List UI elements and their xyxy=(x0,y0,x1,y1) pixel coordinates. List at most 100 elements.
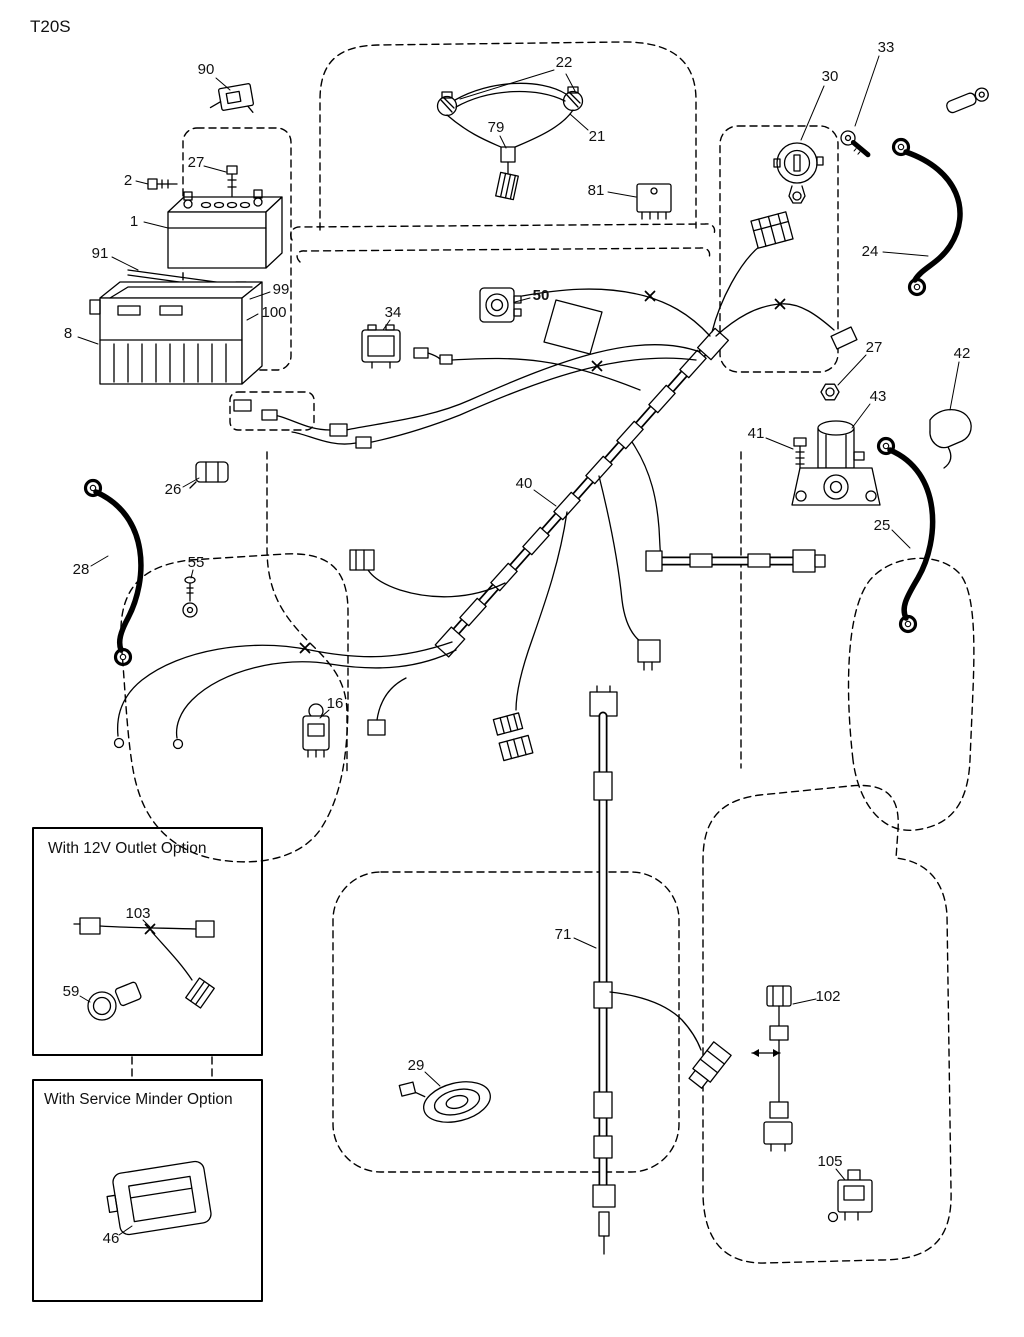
solenoid-cable-25 xyxy=(876,436,936,634)
chassis-outline-fender-right xyxy=(847,557,975,831)
callout-29-label: 29 xyxy=(408,1057,425,1074)
callout-105-label: 105 xyxy=(817,1153,842,1170)
switch-50 xyxy=(479,287,522,323)
terminal-lug xyxy=(946,87,989,114)
callout-16: 16 xyxy=(319,695,344,719)
callout-22: 22 xyxy=(459,54,576,100)
callout-42: 42 xyxy=(949,345,971,411)
callout-22-label: 22 xyxy=(556,54,573,71)
callout-103-label: 103 xyxy=(125,905,150,922)
callout-16-label: 16 xyxy=(327,695,344,712)
callout-21: 21 xyxy=(569,113,606,145)
battery-bolt-27 xyxy=(226,165,238,197)
inset-service-minder-option: With Service Minder Option xyxy=(32,1079,263,1302)
callout-24-label: 24 xyxy=(862,243,879,260)
callout-30-label: 30 xyxy=(822,68,839,85)
fuel-solenoid-105 xyxy=(827,1169,873,1223)
callout-100-label: 100 xyxy=(261,304,286,321)
callout-102: 102 xyxy=(792,988,841,1005)
inset-12v-outlet-title: With 12V Outlet Option xyxy=(48,840,207,857)
callout-2-label: 2 xyxy=(124,172,132,189)
hex-nut-27 xyxy=(820,383,840,401)
callout-90-label: 90 xyxy=(198,61,215,78)
relay-81 xyxy=(636,183,672,220)
callout-46: 46 xyxy=(103,1225,133,1247)
interlock-switch-34 xyxy=(361,324,401,369)
callout-41-label: 41 xyxy=(748,425,765,442)
chassis-outline-bottom-right xyxy=(702,784,952,1264)
callout-27a: 27 xyxy=(188,154,227,173)
screw-washer-55 xyxy=(182,576,198,618)
ignition-key-33 xyxy=(840,130,871,158)
fuse-26 xyxy=(189,461,229,489)
callout-46-label: 46 xyxy=(103,1230,120,1247)
page-title: T20S xyxy=(30,17,71,36)
callout-34: 34 xyxy=(382,304,401,331)
callout-26-label: 26 xyxy=(165,481,182,498)
callout-8-label: 8 xyxy=(64,325,72,342)
plunger-switch-16 xyxy=(302,703,330,758)
callouts: 90 27 2 1 91 99 100 8 xyxy=(63,39,971,1247)
callout-1: 1 xyxy=(130,213,169,230)
starter-solenoid-43 xyxy=(791,420,881,506)
seat-harness-71 xyxy=(589,685,732,1255)
headlight-harness xyxy=(436,82,584,201)
battery-box-8 xyxy=(89,281,263,385)
callout-33-label: 33 xyxy=(878,39,895,56)
inset-connector-dashes xyxy=(131,1056,213,1079)
callout-26: 26 xyxy=(165,477,200,498)
battery-1 xyxy=(167,189,283,269)
callout-71-label: 71 xyxy=(555,926,572,943)
callout-25-label: 25 xyxy=(874,517,891,534)
callout-42-label: 42 xyxy=(954,345,971,362)
pigtail-connectors xyxy=(413,347,453,365)
callout-24: 24 xyxy=(862,243,929,260)
main-wire-harness-40 xyxy=(113,211,858,762)
callout-59-label: 59 xyxy=(63,983,80,1000)
callout-55-label: 55 xyxy=(188,554,205,571)
callout-29: 29 xyxy=(408,1057,441,1087)
chassis-outline-bottom-center xyxy=(332,871,680,1173)
callout-33: 33 xyxy=(854,39,895,127)
battery-bolt-2 xyxy=(147,178,178,190)
callout-50: 50 xyxy=(514,287,550,304)
callout-1-label: 1 xyxy=(130,213,138,230)
chassis-outline-mid-section xyxy=(229,391,742,773)
ground-cable-24 xyxy=(891,137,963,297)
chassis-outline-ignition-area xyxy=(719,125,839,373)
callout-81-label: 81 xyxy=(588,182,605,199)
callout-2: 2 xyxy=(124,172,149,189)
callout-105: 105 xyxy=(817,1153,846,1181)
callout-99: 99 xyxy=(249,281,290,300)
callout-21-label: 21 xyxy=(589,128,606,145)
callout-30: 30 xyxy=(800,68,839,141)
inset-service-minder-title: With Service Minder Option xyxy=(44,1091,233,1108)
callout-91: 91 xyxy=(92,245,139,271)
callout-79: 79 xyxy=(488,119,507,149)
callout-55: 55 xyxy=(188,554,205,579)
ignition-switch-30 xyxy=(773,142,824,204)
callout-40: 40 xyxy=(516,475,557,507)
callout-71: 71 xyxy=(555,926,597,949)
callout-43-label: 43 xyxy=(870,388,887,405)
callout-103: 103 xyxy=(125,905,151,928)
hour-meter-module-90 xyxy=(209,83,255,113)
battery-cable-28 xyxy=(83,478,144,667)
callout-28: 28 xyxy=(73,555,109,578)
power-outlet-59 xyxy=(87,981,142,1021)
callout-50-label: 50 xyxy=(533,287,550,304)
bolt-41 xyxy=(793,437,807,473)
callout-91-label: 91 xyxy=(92,245,109,262)
callout-28-label: 28 xyxy=(73,561,90,578)
callout-99-label: 99 xyxy=(273,281,290,298)
inset-12v-outlet-option: With 12V Outlet Option xyxy=(32,827,263,1056)
callout-27b: 27 xyxy=(837,339,882,386)
connector-link-102 xyxy=(751,985,793,1152)
callout-102-label: 102 xyxy=(815,988,840,1005)
callout-27a-label: 27 xyxy=(188,154,205,171)
callout-40-label: 40 xyxy=(516,475,533,492)
callout-90: 90 xyxy=(198,61,231,91)
callout-41: 41 xyxy=(748,425,794,450)
